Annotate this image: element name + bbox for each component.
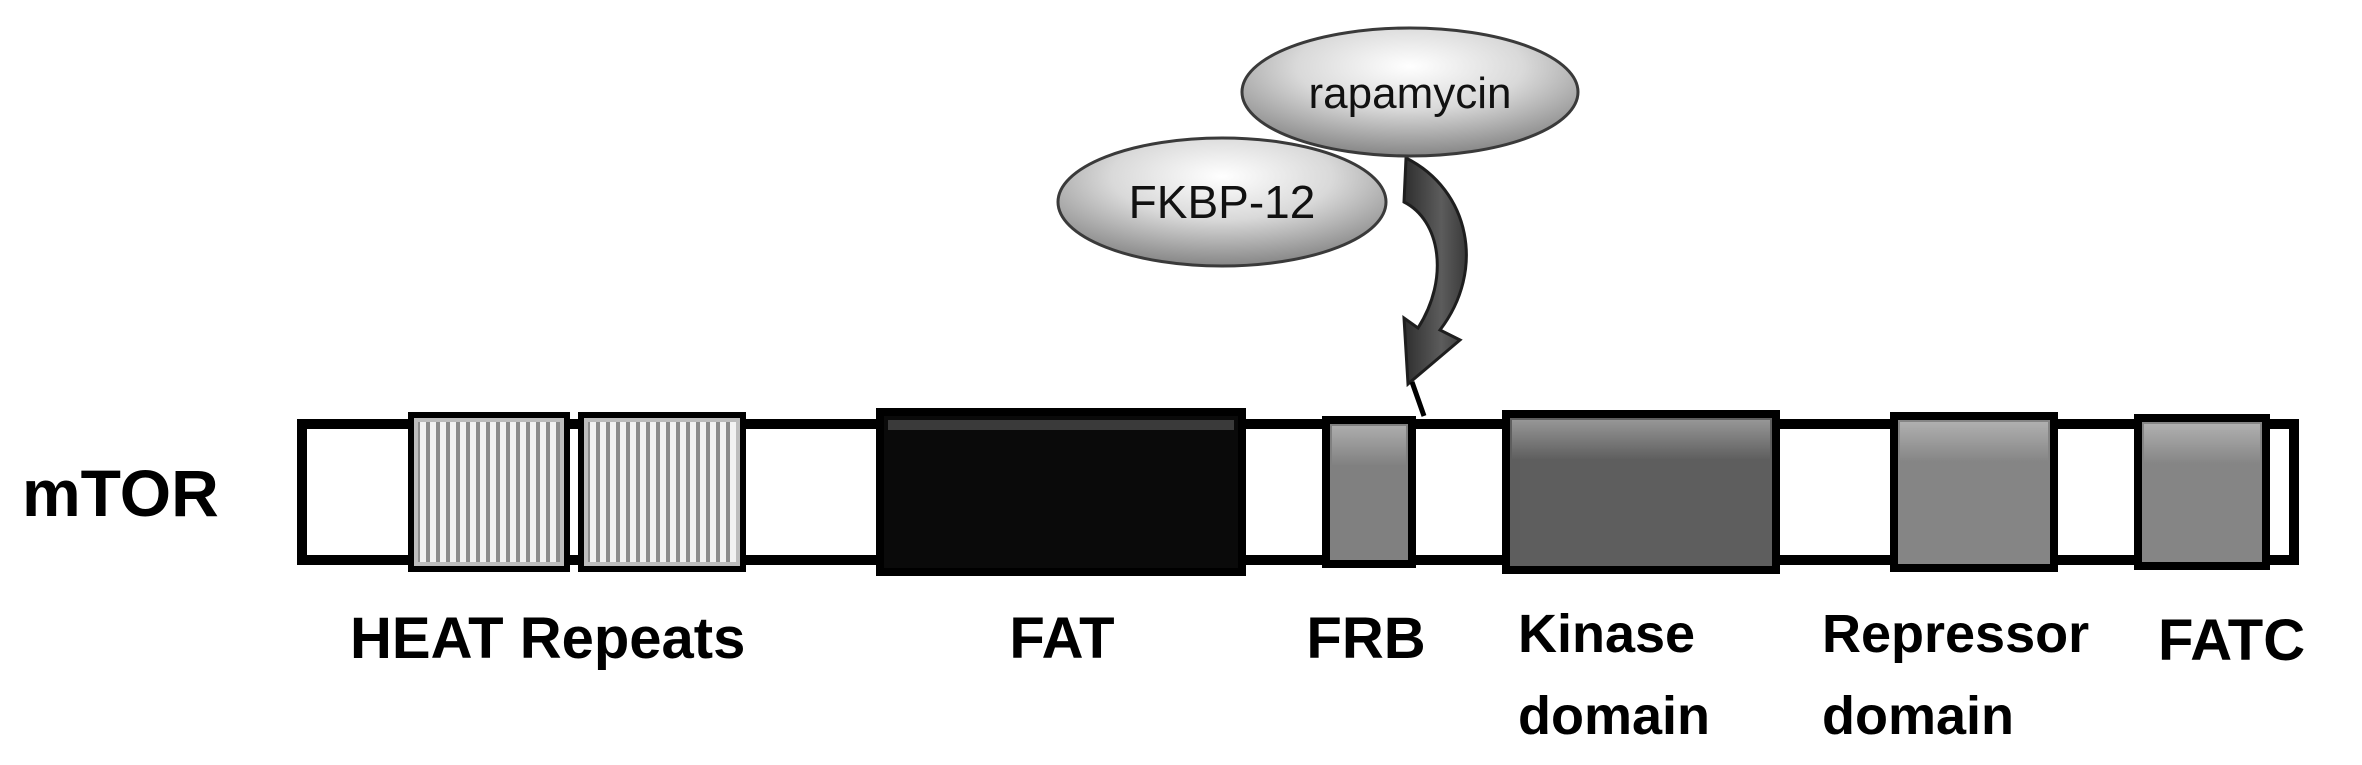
fkbp12-molecule: FKBP-12 bbox=[1056, 136, 1388, 268]
binding-arrow bbox=[1402, 155, 1468, 417]
frb-label: FRB bbox=[1306, 606, 1425, 671]
fatc-label: FATC bbox=[2158, 608, 2305, 673]
protein-name-label: mTOR bbox=[22, 456, 219, 530]
fat-label: FAT bbox=[1009, 606, 1114, 671]
repressor-label-line2: domain bbox=[1822, 686, 2014, 746]
rapamycin-label: rapamycin bbox=[1309, 69, 1512, 118]
kinase-label-line2: domain bbox=[1518, 686, 1710, 746]
fatc-domain-box bbox=[2134, 414, 2270, 570]
fat-domain-box bbox=[876, 408, 1246, 576]
heat-repeat-box-1 bbox=[408, 412, 570, 572]
heat-repeats-label: HEAT Repeats bbox=[350, 606, 745, 671]
repressor-label-line1: Repressor bbox=[1822, 604, 2089, 664]
fkbp12-label: FKBP-12 bbox=[1129, 176, 1316, 228]
repressor-domain-box bbox=[1890, 412, 2058, 572]
frb-domain-box bbox=[1322, 416, 1416, 568]
kinase-domain-box bbox=[1502, 410, 1780, 574]
kinase-label-line1: Kinase bbox=[1518, 604, 1695, 664]
rapamycin-molecule: rapamycin bbox=[1240, 26, 1580, 158]
heat-repeat-box-2 bbox=[578, 412, 746, 572]
